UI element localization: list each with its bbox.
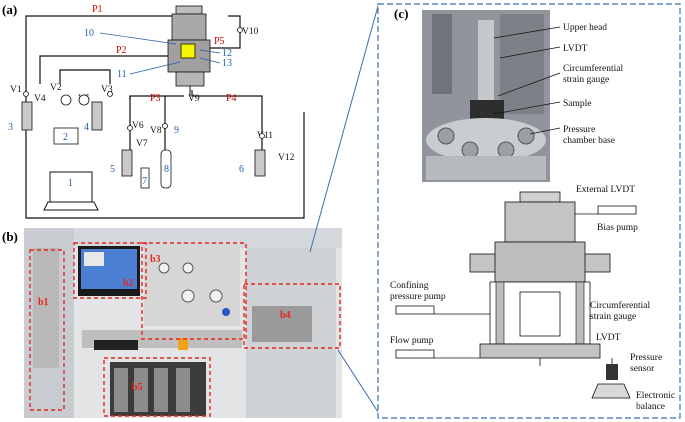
zoom-frame xyxy=(377,3,681,419)
component-number: 2 xyxy=(63,132,68,143)
component-number: 12 xyxy=(222,48,232,59)
pipe-label: P3 xyxy=(150,93,161,104)
callout-lvdt: LVDT xyxy=(563,44,588,54)
callout-external-lvdt: External LVDT xyxy=(576,185,635,195)
pipe-label: P5 xyxy=(214,36,225,47)
component-number: 3 xyxy=(8,122,13,133)
flow-pump-icon xyxy=(395,349,435,359)
panel-b-photo: (b) b1 b2 b3 b4 xyxy=(2,5,379,418)
valve-label: V4 xyxy=(34,94,46,104)
pump-cylinders xyxy=(21,94,266,189)
callout-bias-pump: Bias pump xyxy=(597,223,638,233)
valve-label: V2 xyxy=(50,83,62,93)
triaxial-cell-drawing xyxy=(469,191,631,399)
component-number: 9 xyxy=(174,125,179,136)
valve-label: V7 xyxy=(136,139,148,149)
component-number: 1 xyxy=(68,178,73,189)
pipe-network xyxy=(25,15,305,219)
valve-label: V11 xyxy=(257,131,273,141)
balance-icon xyxy=(591,383,631,399)
valve-label: V6 xyxy=(132,121,144,131)
panel-b-tag: (b) xyxy=(2,229,18,244)
callout-sample: Sample xyxy=(563,99,592,109)
panel-c-tag: (c) xyxy=(394,6,408,21)
pipe-label: P4 xyxy=(226,93,237,104)
photo-region-label: b4 xyxy=(280,310,291,321)
component-number: 7 xyxy=(142,176,147,187)
component-number: 13 xyxy=(222,58,232,69)
sample-block xyxy=(180,43,196,59)
valve-label: V1 xyxy=(10,85,22,95)
component-number: 11 xyxy=(117,69,127,80)
photo-region-label: b1 xyxy=(38,297,49,308)
valve-label: V8 xyxy=(150,126,162,136)
photo-region-boxes xyxy=(29,242,341,417)
computer-icon xyxy=(43,171,99,211)
panel-a-schematic: (a) P1 P2 P3 P4 P5 xyxy=(2,2,305,219)
confining-pump-icon xyxy=(395,305,435,315)
zoom-connector-lines xyxy=(309,5,379,413)
valve-label: V9 xyxy=(188,94,200,104)
valve-symbols xyxy=(23,27,265,139)
photo-region-label: b2 xyxy=(123,278,134,289)
photo-region-label: b5 xyxy=(132,382,143,393)
valve-label: V12 xyxy=(278,153,295,163)
valve-label: V10 xyxy=(242,27,259,37)
panel-a-tag: (a) xyxy=(2,2,17,17)
bias-pump-icon xyxy=(597,205,637,215)
callout-flow-pump: Flow pump xyxy=(390,336,434,346)
triaxial-cell-schematic xyxy=(167,5,211,96)
valve-label: V3 xyxy=(101,85,113,95)
component-number: 5 xyxy=(110,164,115,175)
component-number: 8 xyxy=(164,164,169,175)
photo-region-label: b3 xyxy=(150,254,161,265)
component-number: 10 xyxy=(84,28,94,39)
callout-upper-head: Upper head xyxy=(563,23,607,33)
pipe-label: P1 xyxy=(92,4,103,15)
component-number: 6 xyxy=(239,164,244,175)
callout-lvdt-drawing: LVDT xyxy=(596,333,621,343)
pipe-label: P2 xyxy=(116,45,127,56)
component-number: 4 xyxy=(84,122,89,133)
